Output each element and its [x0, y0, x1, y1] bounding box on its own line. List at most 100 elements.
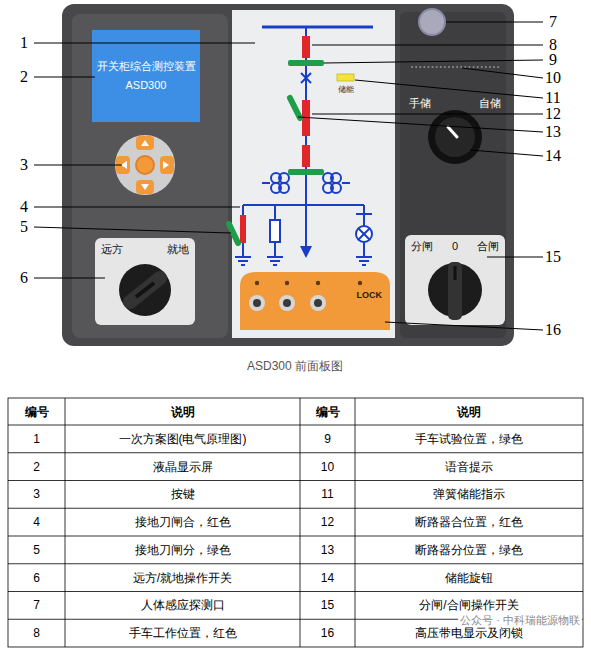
- table-cell: 13: [321, 544, 334, 556]
- remote-local-switch: [95, 238, 195, 325]
- lock-panel: [310, 295, 326, 311]
- leader-lines: [34, 77, 95, 78]
- leader-lines: [298, 117, 543, 132]
- one-line-diagram: [363, 242, 365, 256]
- ground-symbols: [238, 260, 248, 262]
- lock-panel: [255, 281, 259, 285]
- table-cell: 8: [33, 627, 40, 639]
- one-line-diagram: [331, 173, 341, 183]
- key-pad: [115, 135, 175, 195]
- one-line-diagram: [342, 182, 350, 184]
- table-cell: 一次方案图(电气原理图): [119, 433, 247, 445]
- table-grid: [355, 398, 356, 647]
- watermark: 公众号 · 中科瑞能源物联: [458, 615, 582, 626]
- switch-plate: 分闸 0 合闸: [405, 235, 505, 325]
- ground-symbols: [273, 264, 277, 266]
- table-grid: [8, 480, 583, 481]
- callout-number: 2: [20, 69, 28, 85]
- speaker-holes: [412, 66, 500, 68]
- key-pad: [115, 135, 175, 195]
- switch-plate: 远方 就地: [95, 238, 195, 325]
- key-pad: [136, 156, 154, 174]
- table-cell: 15: [321, 599, 334, 611]
- table-cell: 2: [33, 461, 40, 473]
- schematic-panel: [232, 10, 395, 338]
- panel-text: 合闸: [477, 240, 499, 253]
- table-header: 编号: [25, 406, 49, 418]
- storage-knob: [448, 127, 457, 137]
- callout-number: 8: [549, 37, 557, 53]
- table-grid: [8, 563, 583, 564]
- ground-symbols: [270, 260, 280, 262]
- knob-label: 自储: [479, 98, 501, 109]
- table-grid: [8, 398, 583, 647]
- position-indicators: [302, 145, 310, 167]
- callout-number: 9: [549, 52, 557, 68]
- callout-number: 13: [545, 124, 561, 140]
- ground-symbols: [359, 260, 369, 262]
- panel-text: 0: [452, 240, 458, 253]
- remote-local-switch: [95, 238, 195, 325]
- leader-lines: [385, 322, 543, 330]
- position-indicators: [337, 74, 354, 81]
- callout-number: 6: [20, 270, 28, 286]
- one-line-diagram: [279, 173, 289, 183]
- table-cell: 1: [33, 433, 40, 445]
- one-line-diagram: [242, 205, 244, 215]
- table-cell: 11: [321, 488, 333, 500]
- table-header: 编号: [316, 406, 340, 418]
- table-cell: 语音提示: [445, 461, 493, 473]
- schematic-panel: [232, 10, 395, 338]
- leader-lines: [34, 207, 240, 208]
- open-close-switch: [405, 235, 505, 325]
- callout-number: 7: [549, 14, 557, 30]
- sensor-window: [419, 9, 445, 35]
- callout-number: 12: [545, 106, 561, 122]
- lock-panel: [240, 272, 390, 330]
- table-cell: 10: [321, 461, 334, 473]
- key-pad: [121, 140, 169, 190]
- position-indicators: [240, 215, 246, 243]
- table-grid: [8, 425, 583, 426]
- table-cell: 断路器分位置，绿色: [415, 544, 523, 556]
- device-housing: [62, 4, 514, 346]
- figure-caption: ASD300 前面板图: [247, 360, 343, 372]
- lcd-screen: [92, 30, 200, 122]
- lcd-screen: [92, 30, 200, 122]
- lock-panel: [240, 272, 390, 330]
- ground-symbols: [241, 264, 245, 266]
- one-line-diagram: [363, 205, 365, 226]
- table-cell: 9: [324, 433, 331, 445]
- table-cell: 接地刀闸分，绿色: [135, 544, 231, 556]
- leader-lines: [462, 68, 543, 78]
- panel-text: 就地: [167, 243, 189, 256]
- one-line-diagram: [358, 228, 370, 240]
- one-line-diagram: [262, 182, 270, 184]
- callout-number: 15: [545, 249, 561, 265]
- lock-panel: [285, 281, 289, 285]
- table-cell: 按键: [171, 488, 195, 500]
- one-line-diagram: [301, 73, 311, 83]
- lock-panel: LOCK: [240, 272, 390, 330]
- lock-panel: [314, 299, 322, 307]
- table-header: 说明: [171, 406, 195, 418]
- callout-number: 14: [545, 148, 561, 164]
- panel-text: 远方: [101, 243, 123, 256]
- ground-symbols: [235, 256, 251, 258]
- position-indicators: [229, 36, 354, 243]
- one-line-diagram: [356, 226, 372, 242]
- leader-lines: [312, 45, 543, 46]
- speaker-holes: [412, 67, 500, 68]
- table-cell: 断路器合位置，红色: [415, 516, 523, 528]
- table-cell: 16: [321, 627, 334, 639]
- open-close-switch: [454, 266, 457, 280]
- table-cell: 6: [33, 572, 40, 584]
- table-cell: 手车试验位置，绿色: [415, 433, 523, 445]
- table-grid: [8, 591, 583, 592]
- callout-number: 3: [20, 157, 28, 173]
- lock-panel: [253, 299, 261, 307]
- callout-number: 10: [545, 70, 561, 86]
- panel-text: 分闸: [411, 240, 433, 253]
- leader-lines: [34, 227, 231, 233]
- lock-panel: [283, 299, 291, 307]
